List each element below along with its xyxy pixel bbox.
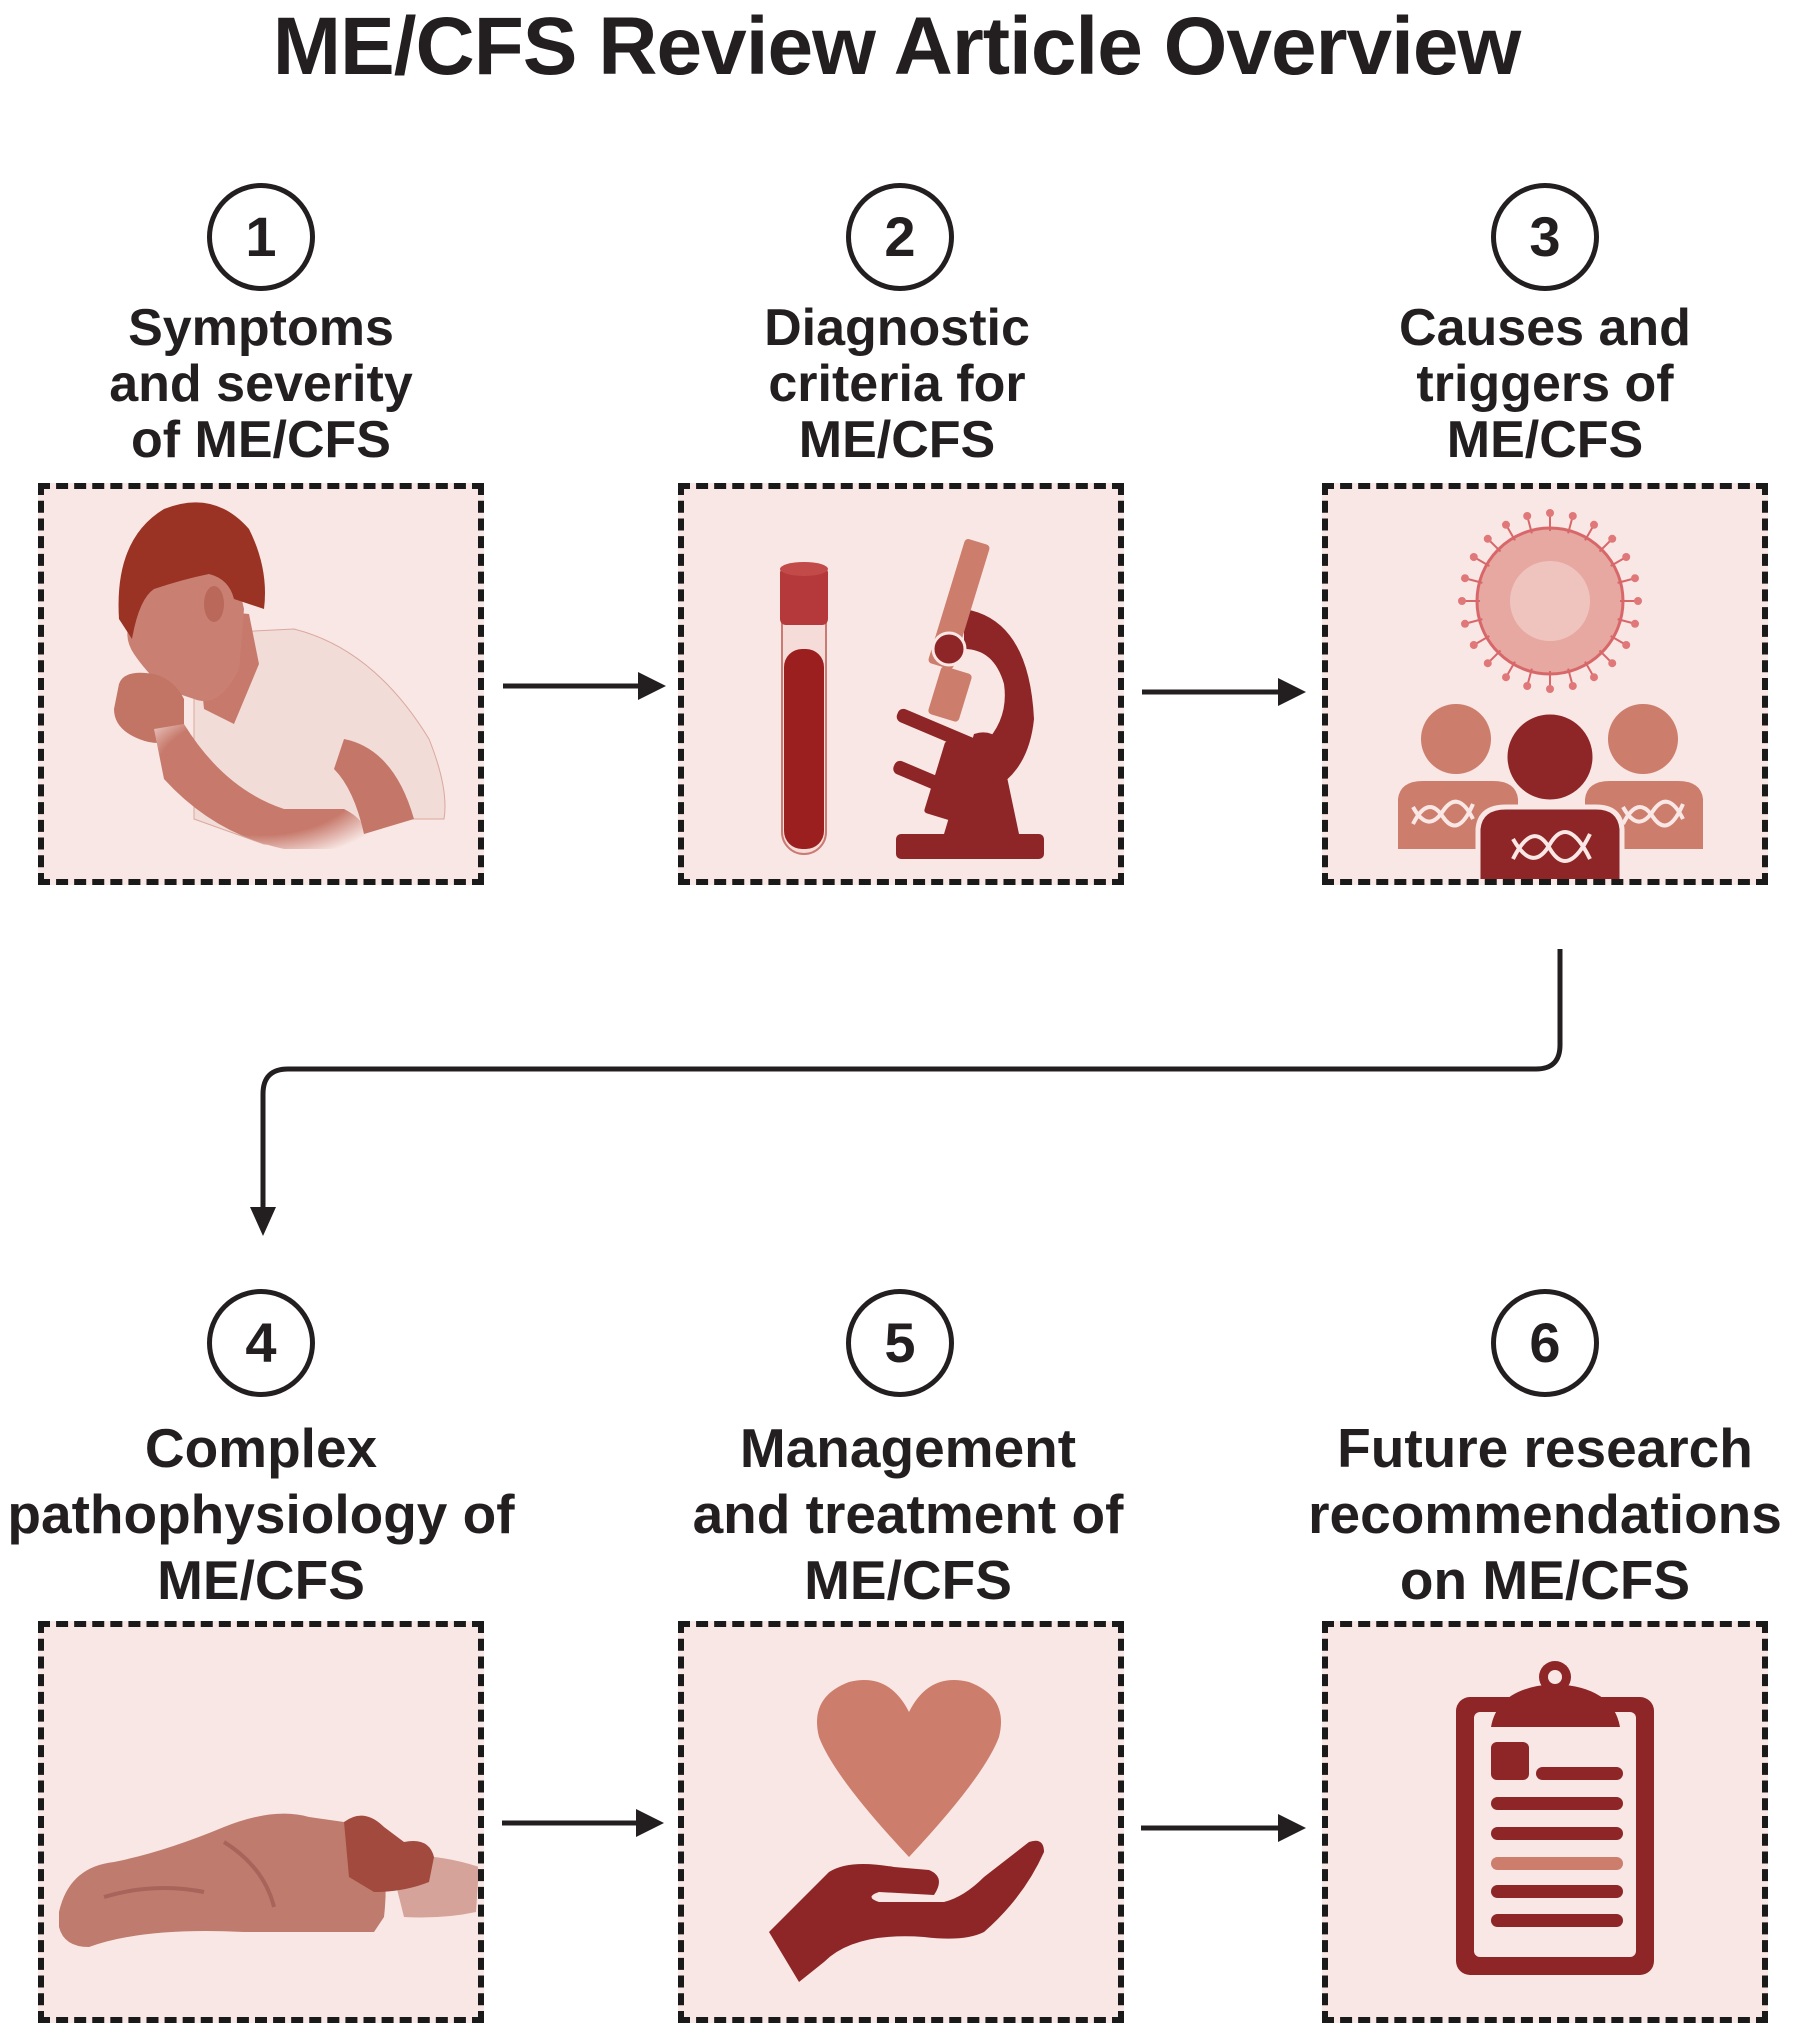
arrow-5-to-6 [1141, 1814, 1306, 1842]
hand-icon [769, 1840, 1044, 1982]
step-6-label-line: on ME/CFS [1399, 1549, 1691, 1611]
virus-spike-tip [1483, 659, 1492, 668]
virus-spike-tip [1458, 597, 1466, 605]
virus-spike-tip [1631, 574, 1640, 583]
step-5-label-line: ME/CFS [804, 1549, 1012, 1611]
virus-spike-tip [1546, 509, 1554, 517]
step-5-label-line: and treatment of [692, 1483, 1124, 1545]
step-5-label: Management and treatment of ME/CFS [628, 1415, 1188, 1613]
step-1-label-line: Symptoms [128, 299, 394, 357]
step-2-label-line: ME/CFS [798, 411, 996, 469]
microscope-icon [893, 539, 1044, 859]
step-3-label: Causes and triggers of ME/CFS [1265, 300, 1793, 468]
virus-spike-tip [1622, 641, 1631, 649]
virus-spike-tip [1502, 520, 1510, 529]
step-5-illustration-box [678, 1621, 1124, 2023]
step-1-illustration-box [38, 483, 484, 885]
step-3-number: 3 [1491, 183, 1599, 291]
arrow-3-to-4 [250, 949, 1563, 1236]
step-3-label-line: Causes and [1399, 299, 1691, 357]
virus-spike-tip [1631, 619, 1640, 628]
virus-spike-tip [1469, 641, 1478, 649]
clipboard-icon [1456, 1661, 1654, 1975]
step-1-label-line: and severity [109, 355, 413, 413]
arrow-1-to-2 [503, 672, 666, 700]
virus-spike-tip [1568, 682, 1577, 691]
bedridden-person-icon [59, 1813, 478, 1947]
virus-spike-tip [1622, 553, 1631, 561]
step-1-label-line: of ME/CFS [131, 411, 391, 469]
step-6-label-line: Future research [1337, 1417, 1753, 1479]
blood-tube-icon [780, 562, 828, 855]
virus-spike-tip [1608, 534, 1617, 543]
step-5-label-line: Management [739, 1417, 1077, 1479]
virus-spike-tip [1568, 511, 1577, 520]
virus-spike-tip [1460, 619, 1469, 628]
arrow-4-to-5 [502, 1809, 664, 1837]
step-3-illustration-box [1322, 483, 1768, 885]
step-4-illustration-box [38, 1621, 484, 2023]
virus-spike-tip [1502, 673, 1510, 682]
step-1-label: Symptoms and severity of ME/CFS [0, 300, 541, 468]
step-4-label-line: Complex [144, 1417, 378, 1479]
step-5-number: 5 [846, 1289, 954, 1397]
step-3-label-line: triggers of [1416, 355, 1674, 413]
virus-spike-tip [1590, 520, 1598, 529]
virus-icon [1458, 509, 1642, 693]
blood-tube-microscope-icon [780, 539, 1044, 859]
virus-spike-tip [1469, 553, 1478, 561]
virus-spike-tip [1523, 511, 1532, 520]
virus-spike-tip [1523, 682, 1532, 691]
virus-spike-tip [1483, 534, 1492, 543]
coughing-person-icon [114, 502, 446, 849]
virus-spike-tip [1590, 673, 1598, 682]
step-2-number: 2 [846, 183, 954, 291]
step-2-label: Diagnostic criteria for ME/CFS [617, 300, 1177, 468]
virus-genetics-people-icon [1398, 509, 1703, 879]
virus-spike-tip [1460, 574, 1469, 583]
step-4-label: Complex pathophysiology of ME/CFS [0, 1415, 541, 1613]
step-2-label-line: criteria for [768, 355, 1026, 413]
heart-icon [817, 1680, 1001, 1857]
step-6-illustration-box [1322, 1621, 1768, 2023]
virus-spike-tip [1634, 597, 1642, 605]
step-1-number: 1 [207, 183, 315, 291]
step-6-label-line: recommendations [1308, 1483, 1782, 1545]
step-4-label-line: pathophysiology of [7, 1483, 515, 1545]
step-6-number: 6 [1491, 1289, 1599, 1397]
step-2-illustration-box [678, 483, 1124, 885]
dna-icon [1411, 799, 1685, 863]
step-2-label-line: Diagnostic [764, 299, 1030, 357]
arrow-2-to-3 [1142, 678, 1306, 706]
step-4-number: 4 [207, 1289, 315, 1397]
step-4-label-line: ME/CFS [157, 1549, 365, 1611]
virus-spike-tip [1608, 659, 1617, 668]
heart-in-hand-icon [769, 1680, 1044, 1982]
step-6-label: Future research recommendations on ME/CF… [1265, 1415, 1793, 1613]
step-3-label-line: ME/CFS [1446, 411, 1644, 469]
virus-spike-tip [1546, 685, 1554, 693]
diagram-title: ME/CFS Review Article Overview [272, 1, 1522, 92]
